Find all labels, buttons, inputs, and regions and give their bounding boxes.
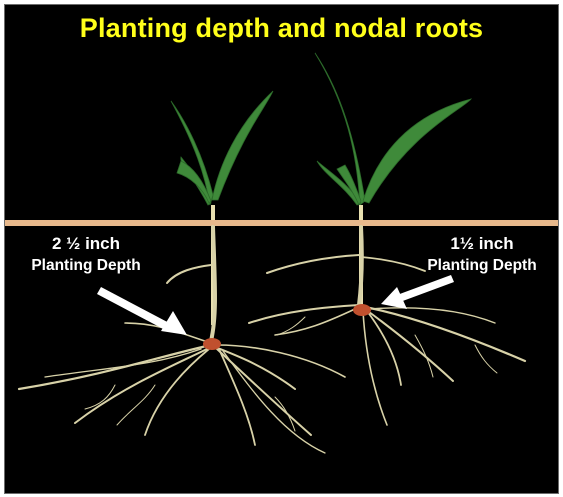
right-plant-leaves xyxy=(314,52,473,206)
right-depth-value: 1½ inch xyxy=(450,234,514,253)
left-depth-caption: Planting Depth xyxy=(31,257,141,274)
left-plant-roots xyxy=(17,225,346,454)
left-depth-value: 2 ½ inch xyxy=(51,234,121,253)
left-plant-leaves xyxy=(170,90,274,206)
soil-line xyxy=(5,220,558,226)
photo-frame: Planting depth and nodal roots 2 ½ inch … xyxy=(4,4,559,494)
left-seed xyxy=(203,338,221,350)
page-title: Planting depth and nodal roots xyxy=(79,13,484,43)
left-depth-label: 2 ½ inch Planting Depth xyxy=(11,233,161,277)
right-depth-caption: Planting Depth xyxy=(427,257,537,274)
right-arrow-icon xyxy=(381,275,454,309)
right-seed xyxy=(353,304,371,316)
left-arrow-icon xyxy=(97,287,187,335)
right-depth-label: 1½ inch Planting Depth xyxy=(407,233,557,277)
right-plant-roots xyxy=(248,225,527,426)
plant-photo xyxy=(5,52,558,454)
